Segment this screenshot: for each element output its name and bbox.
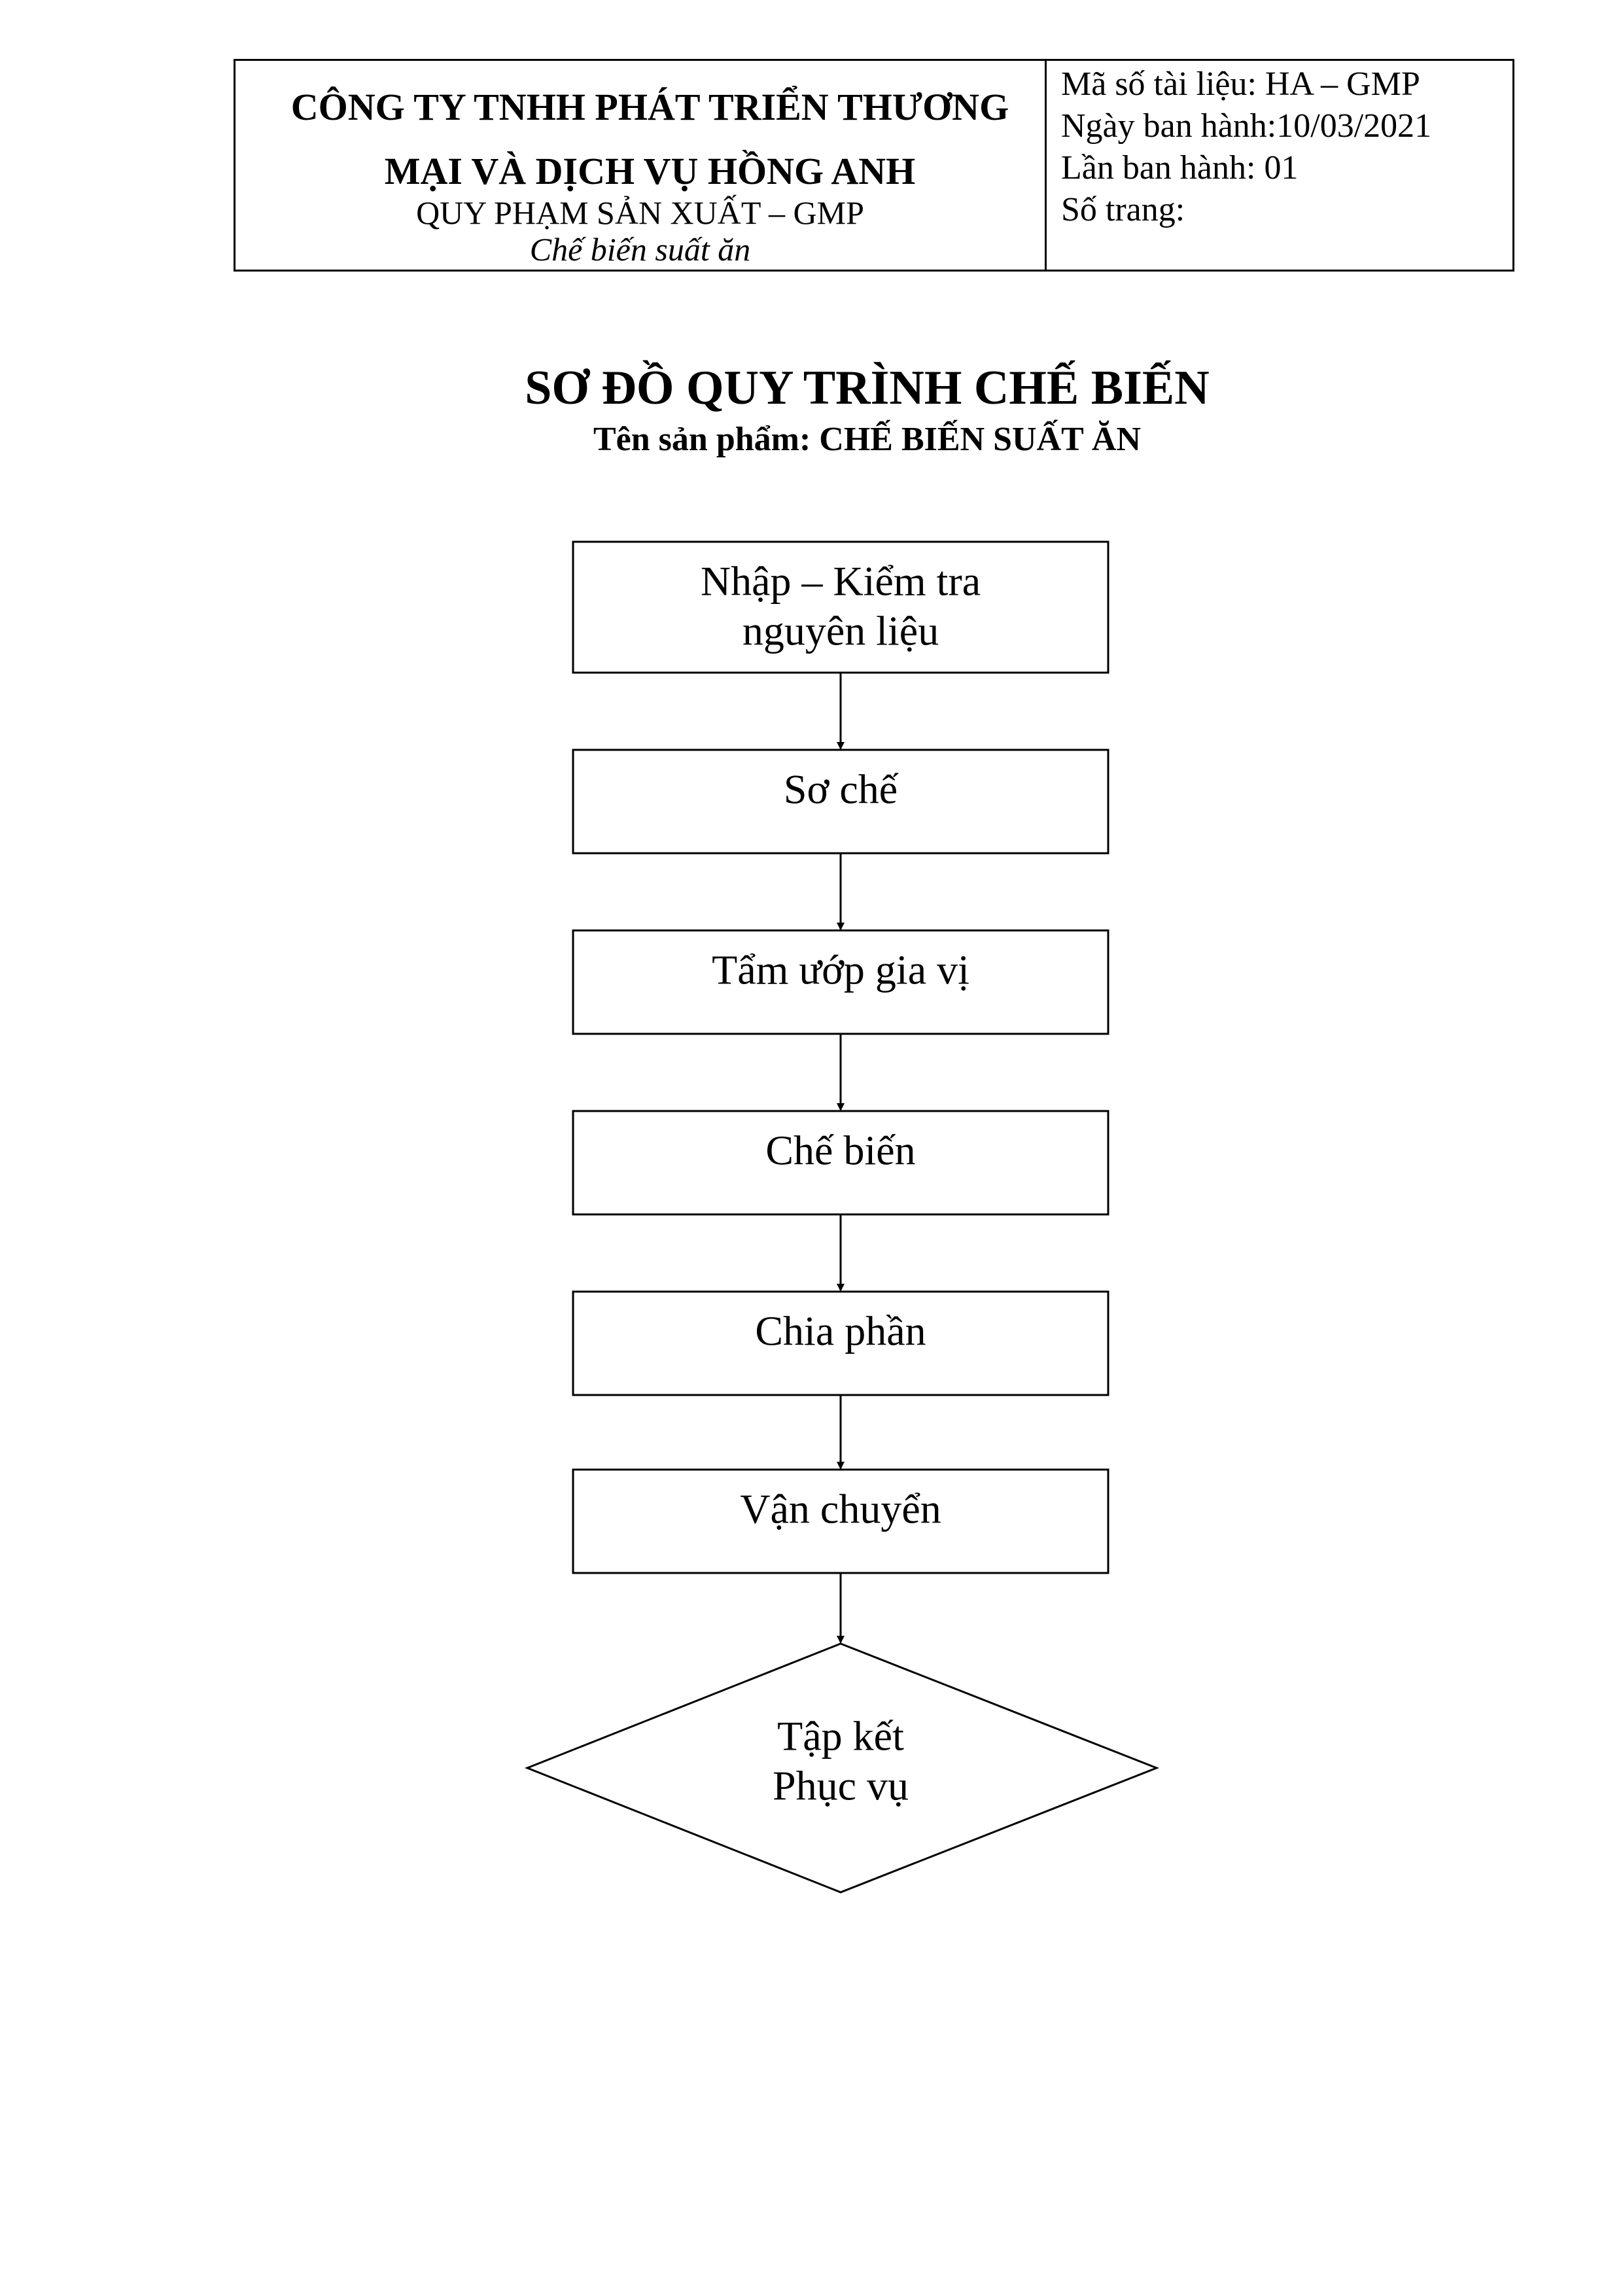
company-name-line-1: CÔNG TY TNHH PHÁT TRIỂN THƯƠNG — [290, 86, 1009, 128]
document-title: SƠ ĐỒ QUY TRÌNH CHẾ BIẾN — [525, 361, 1210, 415]
process-step-box-6 — [572, 1468, 1109, 1574]
terminal-decision-diamond — [524, 1642, 1160, 1894]
process-step-box-3 — [572, 929, 1109, 1035]
terminal-label-line-2: Phục vụ — [773, 1763, 909, 1809]
process-step-2-label-line-1: Sơ chế — [784, 766, 899, 813]
process-step-4-label-line-1: Chế biến — [765, 1127, 915, 1174]
header-left-cell: CÔNG TY TNHH PHÁT TRIỂN THƯƠNG MẠI VÀ DỊ… — [236, 61, 1047, 270]
issue-date: Ngày ban hành:10/03/2021 — [1061, 107, 1432, 145]
process-step-5-label-line-1: Chia phần — [755, 1308, 926, 1354]
company-name-line-2: MẠI VÀ DỊCH VỤ HỒNG ANH — [384, 150, 916, 192]
issue-number: Lần ban hành: 01 — [1061, 149, 1299, 186]
standard-subtitle: Chế biến suất ăn — [529, 231, 751, 268]
process-step-3-label-line-1: Tẩm ướp gia vị — [712, 947, 969, 993]
process-step-box-4 — [572, 1110, 1109, 1216]
process-step-box-5 — [572, 1290, 1109, 1396]
header-right-cell: Mã số tài liệu: HA – GMP Ngày ban hành:1… — [1047, 61, 1512, 270]
doc-code: Mã số tài liệu: HA – GMP — [1061, 65, 1420, 103]
page-count: Số trang: — [1061, 191, 1185, 228]
company-name: CÔNG TY TNHH PHÁT TRIỂN THƯƠNG MẠI VÀ DỊ… — [236, 75, 1045, 203]
process-step-6-label-line-1: Vận chuyển — [740, 1486, 941, 1532]
process-step-box-1 — [572, 540, 1109, 674]
document-subtitle: Tên sản phẩm: CHẾ BIẾN SUẤT ĂN — [593, 421, 1142, 458]
process-step-box-2 — [572, 749, 1109, 855]
standard-name: QUY PHẠM SẢN XUẤT – GMP — [416, 194, 864, 231]
document-header-table: CÔNG TY TNHH PHÁT TRIỂN THƯƠNG MẠI VÀ DỊ… — [234, 59, 1514, 272]
terminal-label-line-1: Tập kết — [777, 1713, 904, 1759]
process-step-1-label-line-2: nguyên liệu — [742, 608, 939, 654]
process-step-1-label-line-1: Nhập – Kiểm tra — [701, 558, 981, 605]
